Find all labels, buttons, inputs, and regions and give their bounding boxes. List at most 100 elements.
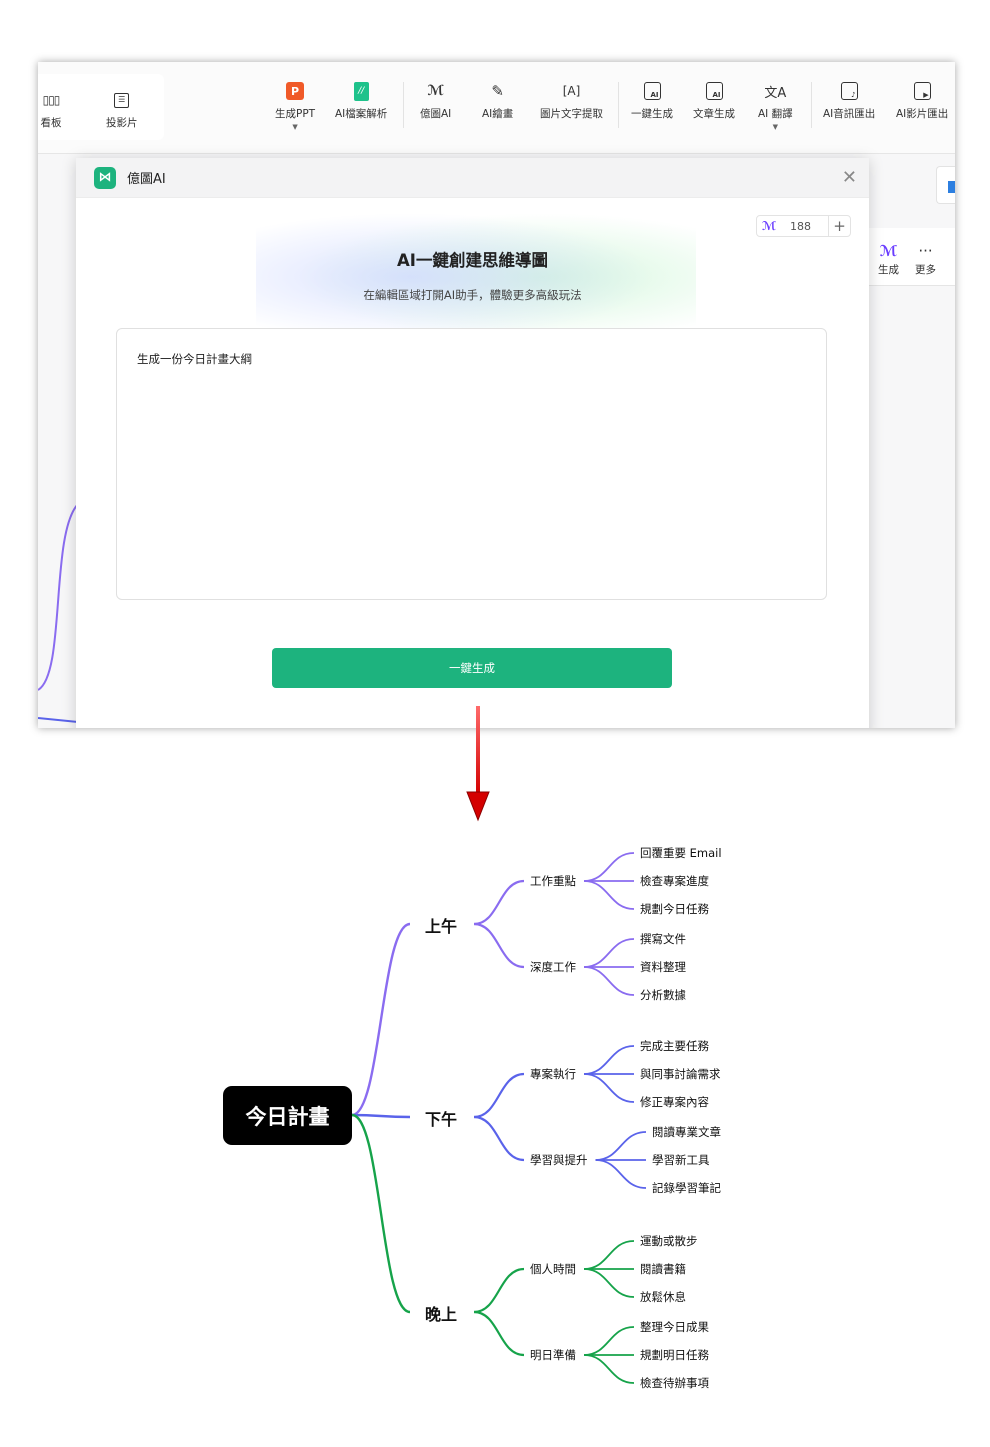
mindmap-leaf[interactable]: 整理今日成果 [640,1320,709,1334]
ai-dialog: ⋈ 億圖AI ✕ ℳ 188 + AI一鍵創建思維導圖 在編輯區域打開AI助手，… [76,158,869,728]
mindmap-connector [351,922,411,1117]
edraw-ai-button[interactable]: ℳ 億圖AI [420,80,451,121]
mindmap-branch[interactable]: 上午 [425,917,458,936]
mindmap-leaf[interactable]: 學習新工具 [652,1153,710,1167]
file-analysis-button[interactable]: // AI檔案解析 [335,80,387,121]
mindmap-leaf[interactable]: 檢查待辦事項 [640,1376,709,1390]
mindmap-connector [473,1115,525,1162]
dialog-subtitle: 在編輯區域打開AI助手，體驗更多高級玩法 [363,288,582,302]
mindmap-subtopic[interactable]: 明日準備 [530,1348,576,1362]
mindmap-root[interactable]: 今日計畫 [223,1086,352,1145]
mindmap-connector [583,1354,635,1384]
view-switcher: ▯▯▯ 看板 ☰ 投影片 [38,74,164,140]
right-side-panel: ℳ 生成 ··· 更多 [869,228,955,286]
generate-ppt-button[interactable]: P 生成PPT ▼ [275,80,315,131]
mindmap-leaf[interactable]: 閱讀專業文章 [652,1125,721,1139]
mindmap-branch[interactable]: 下午 [425,1110,458,1129]
mindmap: 今日計畫 上午 工作重點 回覆重要 Email 檢查專案進度規劃今日任務深度工作 撰寫文… [0,830,990,1410]
header-glow [256,202,696,352]
tab-marker-icon [948,181,955,193]
side-tab[interactable] [936,166,955,204]
side-more-button[interactable]: ··· 更多 [915,242,936,276]
ribbon-toolbar: ▯▯▯ 看板 ☰ 投影片 P 生成PPT ▼ // AI檔案解析 ℳ 億圖AI … [38,62,955,154]
mindmap-leaf[interactable]: 記錄學習筆記 [652,1181,721,1195]
slides-button[interactable]: ☰ 投影片 [106,89,138,130]
article-button[interactable]: AI 文章生成 [693,80,735,121]
mindmap-leaf[interactable]: 規劃今日任務 [640,902,709,916]
dialog-title: 億圖AI [127,172,166,187]
chevron-down-icon: ▼ [772,123,778,131]
mindmap-subtopic[interactable]: 專案執行 [530,1067,576,1081]
mindmap-connector [583,938,635,968]
mindmap-leaf[interactable]: 與同事討論需求 [640,1067,721,1081]
article-icon: AI [705,82,723,100]
ppt-icon: P [286,82,305,100]
down-arrow-icon [466,706,490,822]
mindmap-connector [583,880,635,910]
side-generate-button[interactable]: ℳ 生成 [878,242,899,276]
ocr-button[interactable]: [A] 圖片文字提取 [540,80,603,121]
mindmap-leaf[interactable]: 撰寫文件 [640,932,686,946]
mindmap-connector [473,1072,525,1119]
mindmap-connector [351,1113,411,1314]
video-export-button[interactable]: ▶ AI影片匯出 [896,80,948,121]
mindmap-connector [351,1113,411,1119]
toolbar-divider [618,82,619,128]
mindmap-subtopic[interactable]: 學習與提升 [530,1153,588,1167]
edraw-logo-icon: ⋈ [94,166,116,189]
chevron-down-icon: ▼ [292,123,298,131]
app-screenshot: ▯▯▯ 看板 ☰ 投影片 P 生成PPT ▼ // AI檔案解析 ℳ 億圖AI … [38,62,955,728]
mindmap-leaf[interactable]: 回覆重要 Email [640,846,722,860]
audio-export-button[interactable]: ♪ AI音訊匯出 [823,80,875,121]
file-analysis-icon: // [353,81,369,101]
mindmap-connector [473,1310,525,1357]
mindmap-connector [583,1045,635,1075]
toolbar-divider [811,82,812,128]
mindmap-connector [473,879,525,926]
mindmap-connector [473,922,525,969]
close-icon[interactable]: ✕ [841,167,857,188]
mindmap-leaf[interactable]: 規劃明日任務 [640,1348,709,1362]
edraw-ai-icon: ℳ [427,83,444,99]
mindmap-subtopic[interactable]: 深度工作 [530,960,576,974]
kanban-icon: ▯▯▯ [42,93,61,107]
mindmap-connector [595,1131,647,1161]
translate-button[interactable]: 文A AI 翻譯 ▼ [758,80,793,131]
mindmap-connector [583,1073,635,1103]
mindmap-connector [583,966,635,996]
mindmap-connector [583,1240,635,1270]
translate-icon: 文A [764,85,787,101]
mindmap-subtopic[interactable]: 個人時間 [530,1262,576,1276]
mindmap-connector [583,1268,635,1298]
mindmap-connector [473,1267,525,1314]
prompt-text: 生成一份今日計畫大綱 [137,352,252,366]
edraw-ai-icon: ℳ [879,242,898,260]
mindmap-branch[interactable]: 晚上 [425,1305,458,1324]
mindmap-leaf[interactable]: 放鬆休息 [640,1290,686,1304]
mindmap-leaf[interactable]: 閱讀書籍 [640,1262,686,1276]
mindmap-connectors [351,852,647,1384]
ocr-icon: [A] [562,84,581,98]
mindmap-leaf[interactable]: 完成主要任務 [640,1039,709,1053]
add-credit-button[interactable]: + [828,216,850,236]
prompt-input[interactable]: 生成一份今日計畫大綱 [116,328,827,600]
mindmap-leaf[interactable]: 檢查專案進度 [640,874,709,888]
mindmap-leaf[interactable]: 運動或散步 [640,1234,698,1248]
kanban-button[interactable]: ▯▯▯ 看板 [40,89,62,130]
ai-painting-button[interactable]: ✎ AI繪畫 [482,82,514,120]
mindmap-leaf[interactable]: 修正專案內容 [640,1095,709,1109]
generate-button[interactable]: 一鍵生成 [272,648,672,688]
slides-icon: ☰ [111,89,133,111]
audio-export-icon: ♪ [840,82,858,100]
ai-painting-icon: ✎ [491,82,504,100]
credit-count: 188 [790,219,811,233]
video-export-icon: ▶ [913,82,931,100]
more-icon: ··· [918,242,933,260]
one-click-button[interactable]: AI 一鍵生成 [631,80,673,121]
mindmap-connector [595,1159,647,1189]
mindmap-subtopic[interactable]: 工作重點 [530,874,576,888]
mindmap-connector [583,852,635,882]
mindmap-leaf[interactable]: 資料整理 [640,960,686,974]
dialog-header: ⋈ 億圖AI ✕ [76,158,869,198]
mindmap-leaf[interactable]: 分析數據 [640,988,686,1002]
